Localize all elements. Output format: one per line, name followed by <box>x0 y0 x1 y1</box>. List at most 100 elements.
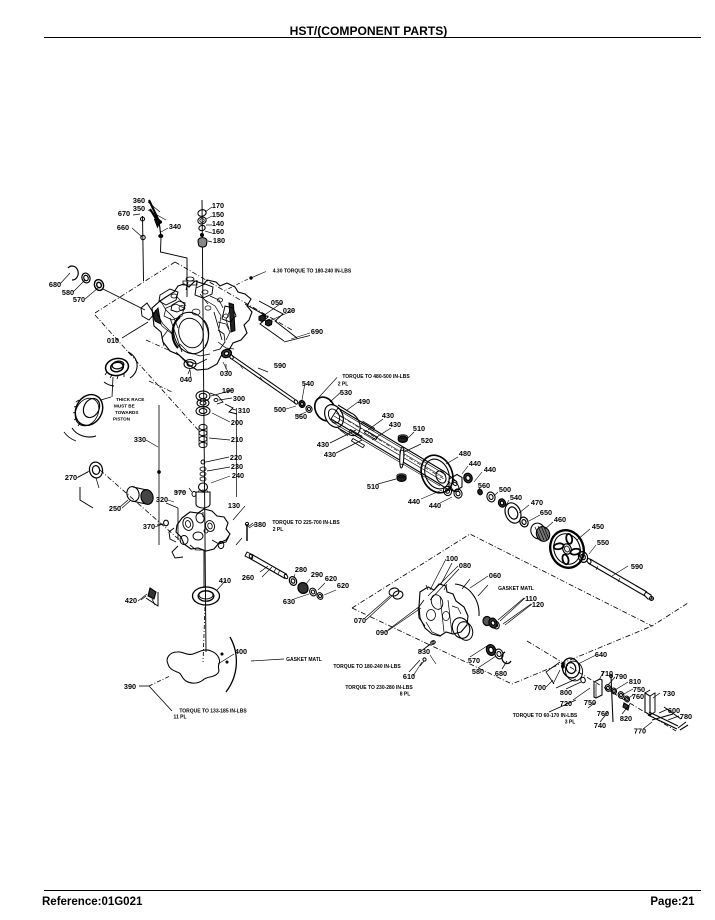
svg-text:320: 320 <box>156 495 168 504</box>
svg-text:110: 110 <box>525 594 537 603</box>
svg-text:620: 620 <box>337 581 349 590</box>
svg-text:700: 700 <box>534 683 546 692</box>
svg-text:790: 790 <box>615 672 627 681</box>
svg-text:520: 520 <box>421 436 433 445</box>
svg-text:230: 230 <box>231 462 243 471</box>
svg-text:710: 710 <box>601 669 613 678</box>
svg-text:4.30 TORQUE TO 180-240 IN-LBS: 4.30 TORQUE TO 180-240 IN-LBS <box>273 269 352 275</box>
svg-text:120: 120 <box>532 600 544 609</box>
svg-text:430: 430 <box>382 411 394 420</box>
svg-text:270: 270 <box>65 473 77 482</box>
svg-text:820: 820 <box>620 714 632 723</box>
svg-text:720: 720 <box>560 699 572 708</box>
svg-text:3 PL: 3 PL <box>565 720 576 726</box>
svg-text:560: 560 <box>295 412 307 421</box>
svg-text:640: 640 <box>595 650 607 659</box>
svg-text:480: 480 <box>459 449 471 458</box>
svg-text:810: 810 <box>629 677 641 686</box>
svg-text:630: 630 <box>283 597 295 606</box>
svg-text:580: 580 <box>472 667 484 676</box>
svg-text:430: 430 <box>317 440 329 449</box>
svg-text:210: 210 <box>231 435 243 444</box>
svg-text:370: 370 <box>174 488 186 497</box>
svg-text:MUST BE: MUST BE <box>114 404 135 409</box>
svg-text:490: 490 <box>358 397 370 406</box>
svg-text:760: 760 <box>597 709 609 718</box>
svg-text:450: 450 <box>592 522 604 531</box>
svg-text:590: 590 <box>631 562 643 571</box>
svg-text:750: 750 <box>584 698 596 707</box>
svg-text:290: 290 <box>311 570 323 579</box>
svg-text:300: 300 <box>233 394 245 403</box>
svg-text:150: 150 <box>212 210 224 219</box>
svg-text:590: 590 <box>274 361 286 370</box>
svg-text:500: 500 <box>499 485 511 494</box>
svg-text:750: 750 <box>633 685 645 694</box>
svg-text:360: 360 <box>133 196 145 205</box>
svg-text:030: 030 <box>220 369 232 378</box>
svg-text:130: 130 <box>228 501 240 510</box>
svg-text:TORQUE TO 225-700 IN-LBS: TORQUE TO 225-700 IN-LBS <box>272 520 340 526</box>
svg-text:280: 280 <box>295 565 307 574</box>
svg-text:740: 740 <box>594 721 606 730</box>
svg-text:560: 560 <box>478 481 490 490</box>
svg-text:460: 460 <box>554 515 566 524</box>
svg-text:8 PL: 8 PL <box>400 692 411 698</box>
svg-text:470: 470 <box>531 498 543 507</box>
svg-text:690: 690 <box>311 327 323 336</box>
svg-text:TORQUE TO 480-500 IN-LBS: TORQUE TO 480-500 IN-LBS <box>342 374 410 380</box>
svg-text:190: 190 <box>222 386 234 395</box>
svg-text:540: 540 <box>302 379 314 388</box>
svg-text:TOWARDS: TOWARDS <box>115 410 138 415</box>
svg-text:180: 180 <box>213 236 225 245</box>
svg-text:580: 580 <box>62 288 74 297</box>
svg-text:THICK RACE: THICK RACE <box>116 397 144 402</box>
svg-text:040: 040 <box>180 375 192 384</box>
svg-text:TORQUE TO 230-280 IN-LBS: TORQUE TO 230-280 IN-LBS <box>345 685 413 691</box>
svg-text:010: 010 <box>107 336 119 345</box>
svg-text:TORQUE TO 133-185 IN-LBS: TORQUE TO 133-185 IN-LBS <box>179 709 247 715</box>
svg-text:760: 760 <box>632 692 644 701</box>
svg-text:2 PL: 2 PL <box>273 527 284 533</box>
svg-text:TORQUE TO 180-240 IN-LBS: TORQUE TO 180-240 IN-LBS <box>333 664 401 670</box>
svg-text:440: 440 <box>484 465 496 474</box>
svg-text:410: 410 <box>219 576 231 585</box>
svg-text:530: 530 <box>340 388 352 397</box>
svg-text:400: 400 <box>235 647 247 656</box>
svg-text:200: 200 <box>231 418 243 427</box>
svg-text:680: 680 <box>495 669 507 678</box>
svg-text:220: 220 <box>230 453 242 462</box>
svg-text:420: 420 <box>125 596 137 605</box>
svg-text:2 PL: 2 PL <box>338 382 349 388</box>
svg-text:770: 770 <box>634 727 646 736</box>
svg-text:570: 570 <box>468 656 480 665</box>
svg-text:390: 390 <box>124 682 136 691</box>
svg-text:600: 600 <box>668 706 680 715</box>
svg-text:GASKET MATL: GASKET MATL <box>498 586 534 592</box>
svg-text:570: 570 <box>73 295 85 304</box>
svg-text:440: 440 <box>429 501 441 510</box>
svg-text:170: 170 <box>212 201 224 210</box>
svg-text:500: 500 <box>274 405 286 414</box>
svg-text:510: 510 <box>367 482 379 491</box>
svg-text:540: 540 <box>510 493 522 502</box>
svg-text:350: 350 <box>133 204 145 213</box>
svg-text:GASKET MATL: GASKET MATL <box>286 657 322 663</box>
svg-text:240: 240 <box>232 471 244 480</box>
svg-text:510: 510 <box>413 424 425 433</box>
svg-text:100: 100 <box>446 554 458 563</box>
svg-text:370: 370 <box>143 522 155 531</box>
svg-text:160: 160 <box>212 227 224 236</box>
svg-text:TORQUE TO 60-170 IN-LBS: TORQUE TO 60-170 IN-LBS <box>513 713 578 719</box>
svg-text:250: 250 <box>109 504 121 513</box>
svg-text:PISTON: PISTON <box>113 417 131 422</box>
svg-text:830: 830 <box>418 647 430 656</box>
svg-text:340: 340 <box>169 222 181 231</box>
svg-text:440: 440 <box>469 459 481 468</box>
svg-text:330: 330 <box>134 435 146 444</box>
svg-text:430: 430 <box>389 420 401 429</box>
svg-text:050: 050 <box>271 298 283 307</box>
svg-text:550: 550 <box>597 538 609 547</box>
svg-text:310: 310 <box>238 406 250 415</box>
svg-text:430: 430 <box>324 450 336 459</box>
